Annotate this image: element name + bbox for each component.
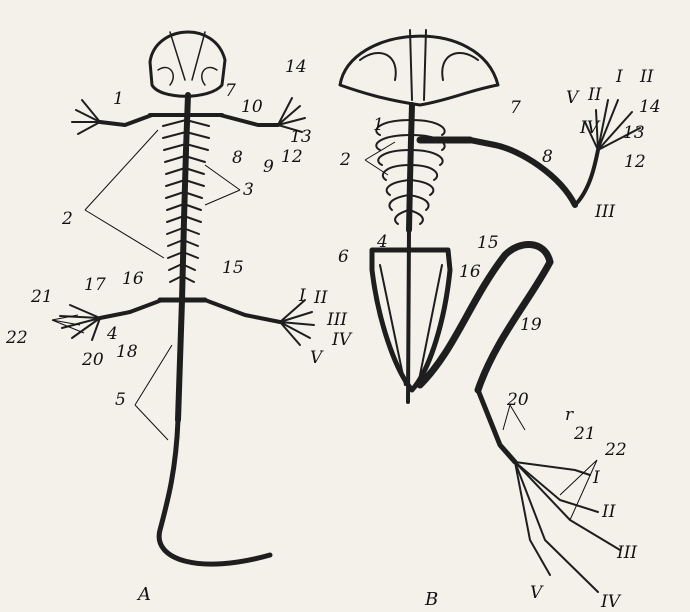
label-b-21: 21 bbox=[573, 424, 596, 444]
label-b-foot-V: V bbox=[530, 583, 544, 603]
label-b-19: 19 bbox=[520, 315, 542, 335]
label-b-hand-II: V bbox=[566, 88, 580, 108]
label-b-foot-III: III bbox=[616, 543, 637, 563]
label-b-hand-IV: I bbox=[615, 67, 623, 87]
label-a-3: 3 bbox=[243, 180, 254, 200]
salamander-skull bbox=[150, 32, 225, 96]
label-b-foot-I: I bbox=[592, 468, 600, 488]
frog-forelimb bbox=[470, 140, 575, 205]
salamander-skeleton bbox=[60, 32, 314, 564]
label-a-7: 7 bbox=[225, 81, 236, 101]
salamander-right-hindlimb bbox=[205, 300, 280, 322]
label-a-22: 22 bbox=[5, 328, 28, 348]
label-b-16: 16 bbox=[459, 262, 481, 282]
panel-b-leaders bbox=[365, 142, 597, 520]
label-b-r: r bbox=[565, 405, 574, 425]
label-a-18: 18 bbox=[116, 342, 138, 362]
label-b-22: 22 bbox=[604, 440, 627, 460]
label-b-8: 8 bbox=[542, 147, 553, 167]
frog-toes bbox=[515, 462, 620, 592]
label-b-foot-II: II bbox=[601, 502, 616, 522]
label-a-12: 12 bbox=[281, 147, 303, 167]
label-b-hand-III: II bbox=[587, 85, 602, 105]
caption-b: B bbox=[424, 589, 438, 610]
label-a-2: 2 bbox=[61, 209, 73, 229]
label-a-8: 8 bbox=[232, 148, 243, 168]
salamander-tail bbox=[159, 420, 270, 564]
label-a-roman-III: III bbox=[326, 310, 347, 330]
label-a-1: 1 bbox=[113, 89, 124, 109]
label-b-hand-V: II bbox=[639, 67, 654, 87]
label-a-roman-IV: IV bbox=[331, 330, 353, 350]
label-b-4: 4 bbox=[376, 232, 388, 252]
salamander-left-forelimb bbox=[100, 115, 152, 125]
label-b-1: 1 bbox=[373, 115, 384, 135]
label-a-10: 10 bbox=[241, 97, 263, 117]
label-a-4: 4 bbox=[106, 324, 118, 344]
label-a-13: 13 bbox=[290, 127, 312, 147]
frog-urostyle bbox=[408, 230, 409, 402]
label-b-7: 7 bbox=[510, 98, 521, 118]
label-a-5: 5 bbox=[115, 390, 126, 410]
frog-skeleton bbox=[340, 30, 640, 592]
label-a-roman-I: I bbox=[298, 286, 306, 306]
label-b-12: 12 bbox=[624, 152, 646, 172]
label-b-14: 14 bbox=[639, 97, 661, 117]
label-b-6: 6 bbox=[338, 247, 349, 267]
label-b-20: 20 bbox=[506, 390, 529, 410]
label-a-14: 14 bbox=[285, 57, 307, 77]
label-a-20: 20 bbox=[81, 350, 104, 370]
label-a-15: 15 bbox=[222, 258, 244, 278]
salamander-left-hindlimb bbox=[100, 300, 162, 318]
frog-skull bbox=[340, 36, 498, 105]
label-b-15: 15 bbox=[477, 233, 499, 253]
label-a-16: 16 bbox=[122, 269, 144, 289]
label-b-2: 2 bbox=[339, 150, 351, 170]
label-a-9: 9 bbox=[263, 157, 274, 177]
label-b-foot-IV: IV bbox=[600, 592, 622, 612]
label-b-hand-I: IV bbox=[579, 118, 601, 138]
caption-a: A bbox=[136, 584, 151, 605]
label-a-roman-II: II bbox=[313, 288, 328, 308]
label-a-21: 21 bbox=[30, 287, 53, 307]
panel-a-leaders bbox=[52, 130, 240, 440]
label-b-13: 13 bbox=[623, 123, 645, 143]
label-a-roman-V: V bbox=[310, 348, 324, 368]
label-a-17: 17 bbox=[84, 275, 106, 295]
label-b-hand-II-lower: III bbox=[594, 202, 615, 222]
